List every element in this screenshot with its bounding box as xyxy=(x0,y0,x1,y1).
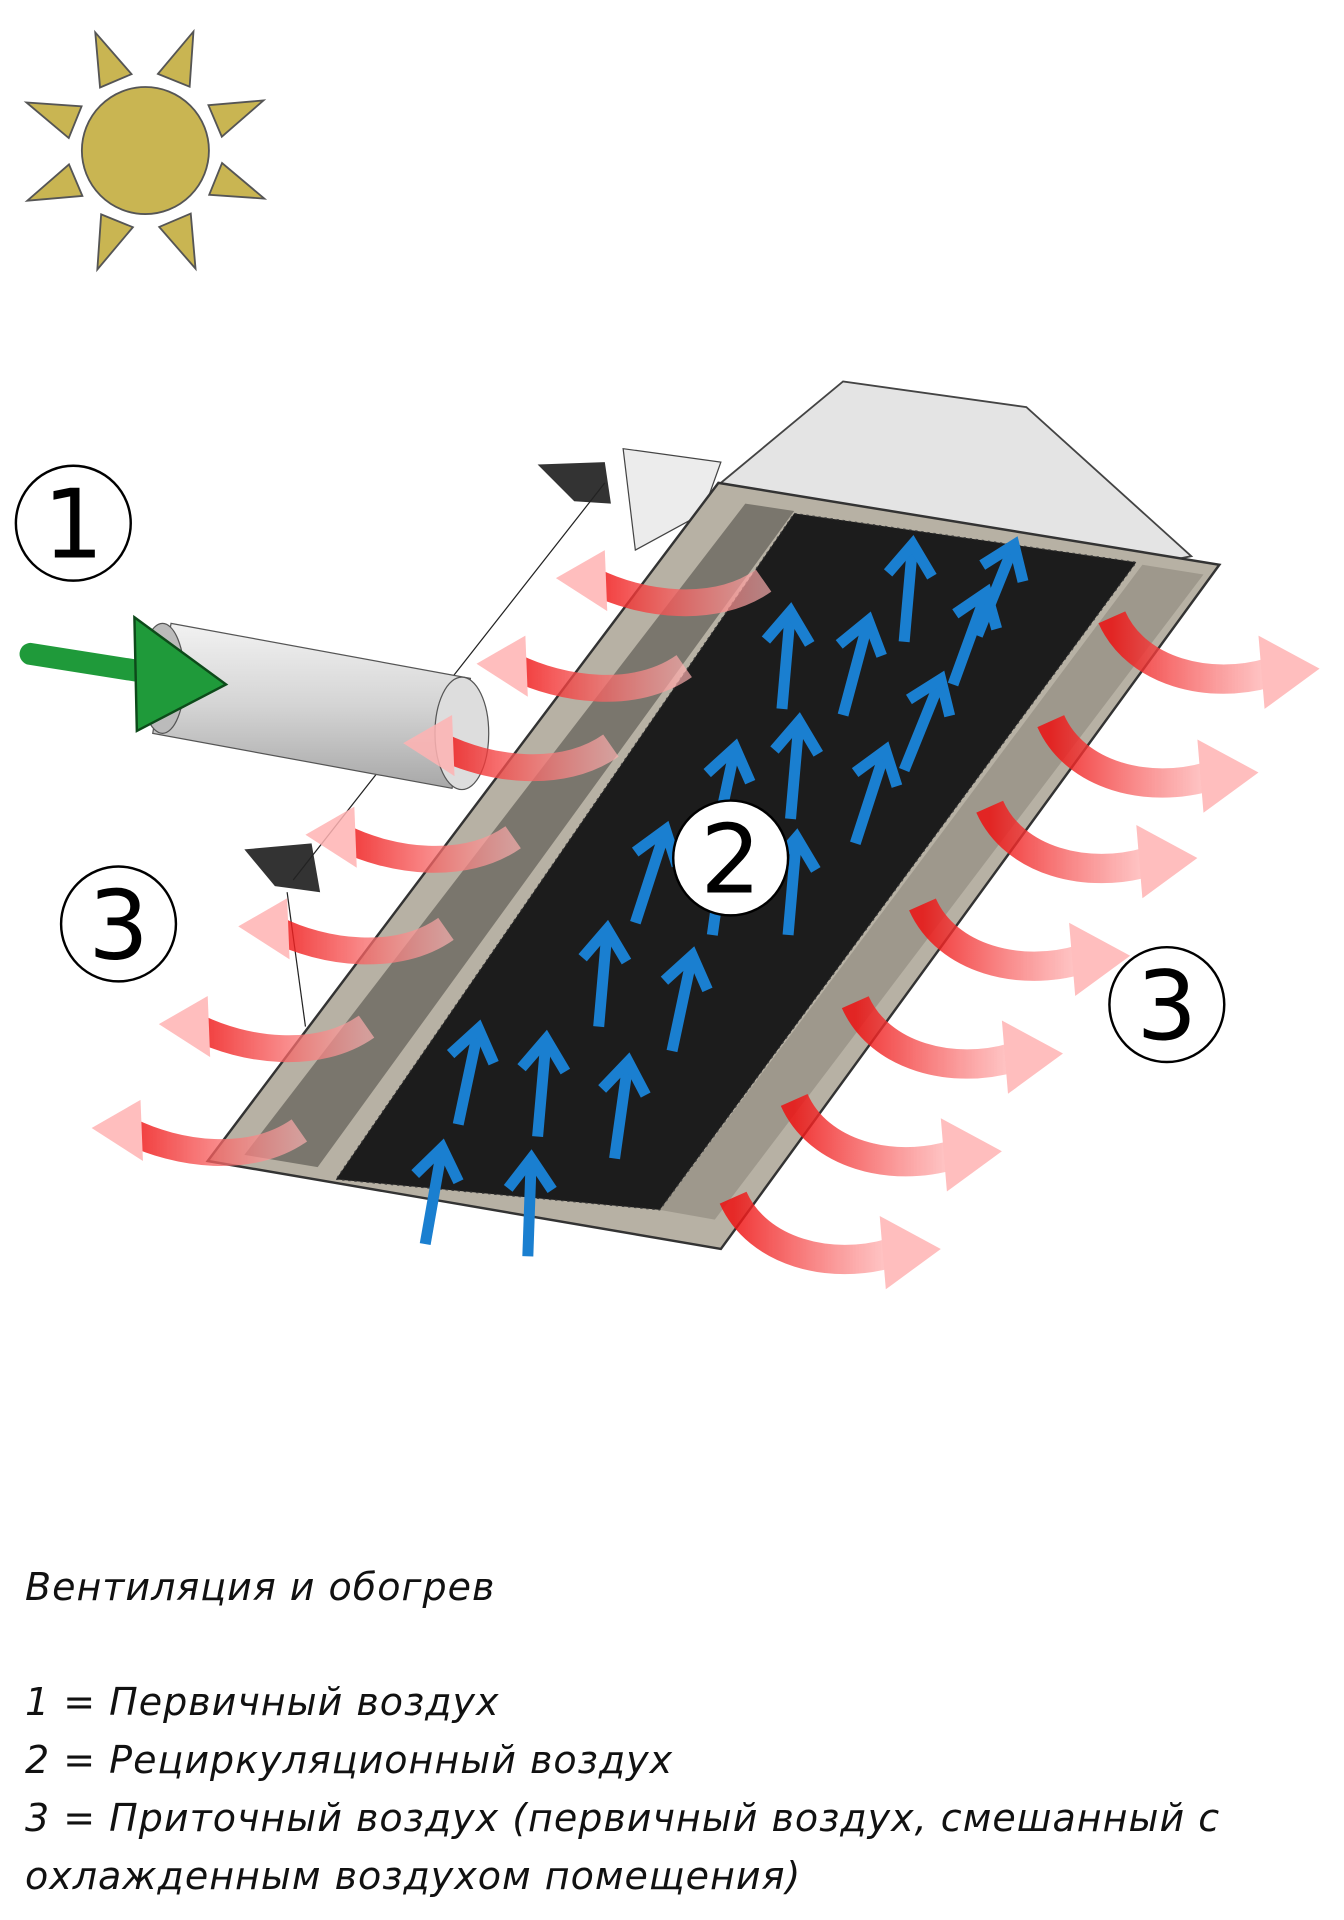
svg-text:1: 1 xyxy=(43,471,104,581)
primary-air-arrow xyxy=(19,614,229,733)
label-2: 2 xyxy=(672,799,790,917)
legend-item-2: 2 = Рециркуляционный воздух xyxy=(25,1738,674,1782)
legend-item-1: 1 = Первичный воздух xyxy=(25,1680,500,1724)
blue-arrow-icon xyxy=(598,1052,651,1160)
sun-ray-icon xyxy=(94,29,134,89)
red-arrow-icon xyxy=(719,1190,941,1290)
red-arrow-icon xyxy=(555,550,772,617)
label-3-right: 3 xyxy=(1108,945,1226,1064)
red-arrow-icon xyxy=(403,715,619,782)
red-arrow-icon xyxy=(841,995,1063,1094)
svg-text:3: 3 xyxy=(1137,952,1198,1062)
blue-arrow-icon xyxy=(503,1149,557,1257)
blue-arrow-icon xyxy=(899,670,956,773)
red-arrow-icon xyxy=(158,996,375,1063)
blue-arrow-icon xyxy=(411,1138,464,1246)
sun-ray-icon xyxy=(207,99,267,139)
blue-arrow-icon xyxy=(947,583,1002,687)
red-arrow-icon xyxy=(976,799,1198,899)
supply-air-arrows xyxy=(91,550,1320,1290)
sun-icon xyxy=(23,28,268,273)
sun-ray-icon xyxy=(23,101,83,140)
primary-air-duct xyxy=(139,622,490,791)
red-arrow-icon xyxy=(1098,610,1320,709)
mounting-bracket xyxy=(244,843,321,893)
red-arrow-icon xyxy=(1037,714,1259,813)
blue-arrow-icon xyxy=(446,1019,499,1126)
blue-arrow-icon xyxy=(835,611,887,717)
red-arrow-icon xyxy=(909,897,1131,997)
blue-arrow-icon xyxy=(850,741,903,846)
red-arrow-icon xyxy=(91,1099,308,1166)
sun-ray-icon xyxy=(96,213,135,273)
svg-text:2: 2 xyxy=(700,805,761,915)
blue-arrow-icon xyxy=(517,1029,571,1138)
blue-arrow-icon xyxy=(972,536,1029,638)
sun-ray-icon xyxy=(156,28,195,89)
caption-title: Вентиляция и обогрев xyxy=(25,1565,496,1609)
label-3-left: 3 xyxy=(59,865,178,983)
blue-arrow-icon xyxy=(660,946,713,1053)
legend-item-3: 3 = Приточный воздух (первичный воздух, … xyxy=(25,1796,1221,1840)
blue-arrow-icon xyxy=(770,712,824,820)
svg-text:3: 3 xyxy=(88,871,149,981)
legend-item-3-continued: охлажденным воздухом помещения) xyxy=(25,1854,802,1898)
sun-ray-icon xyxy=(24,162,84,202)
blue-arrow-icon xyxy=(883,534,937,643)
red-arrow-icon xyxy=(238,898,454,965)
sun-ray-icon xyxy=(207,161,268,200)
red-arrow-icon xyxy=(780,1093,1002,1192)
blue-arrow-icon xyxy=(578,919,632,1028)
sun-ray-icon xyxy=(157,212,197,272)
red-arrow-icon xyxy=(305,806,521,873)
label-1: 1 xyxy=(14,464,132,582)
red-arrow-icon xyxy=(476,635,692,702)
mounting-bracket xyxy=(537,462,611,504)
blue-arrow-icon xyxy=(761,602,815,710)
